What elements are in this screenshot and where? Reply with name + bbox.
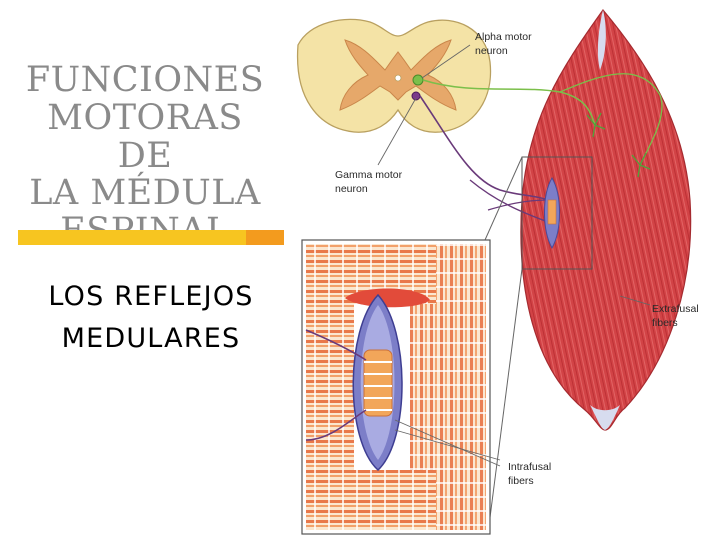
spindle-callout-box (521, 156, 593, 270)
alpha-label-line2: neuron (475, 45, 508, 57)
title-line-2: MOTORAS DE (47, 97, 243, 176)
subtitle-line-2: MEDULARES (61, 322, 241, 354)
motor-nerves (419, 73, 663, 223)
skeletal-muscle (520, 9, 692, 431)
title-underline-bar (18, 230, 246, 245)
alpha-motor-endplate (586, 112, 651, 178)
slide-subtitle: LOS REFLEJOS MEDULARES (30, 276, 272, 360)
subtitle-line-1: LOS REFLEJOS (48, 281, 254, 312)
label-leader-lines (377, 44, 651, 467)
callout-line-top (484, 156, 523, 241)
title-line-3: LA MÉDULA (29, 173, 261, 214)
gamma-motor-neuron-label: Gamma motor neuron (335, 169, 403, 195)
title-underline-accent (246, 230, 284, 245)
extrafusal-fibers-label: Extrafusal fibers (652, 303, 699, 329)
extrafusal-label-line2: fibers (652, 317, 678, 329)
alpha-neuron-body (412, 74, 424, 86)
intrafusal-label-line2: fibers (508, 475, 534, 487)
title-line-1: FUNCIONES (25, 60, 265, 100)
alpha-label-line1: Alpha motor (475, 31, 532, 43)
intrafusal-label-line1: Intrafusal (508, 461, 551, 473)
gamma-label-line1: Gamma motor (335, 169, 403, 181)
intrafusal-fibers-label: Intrafusal fibers (508, 461, 551, 487)
spindle-enlarged-inset (301, 239, 491, 535)
alpha-motor-neuron-label: Alpha motor neuron (475, 31, 532, 57)
muscle-spindle-small (544, 177, 560, 250)
gamma-label-line2: neuron (335, 183, 368, 195)
spinal-cord-section (296, 18, 492, 133)
extrafusal-label-line1: Extrafusal (652, 303, 699, 315)
callout-line-bottom (487, 268, 523, 534)
